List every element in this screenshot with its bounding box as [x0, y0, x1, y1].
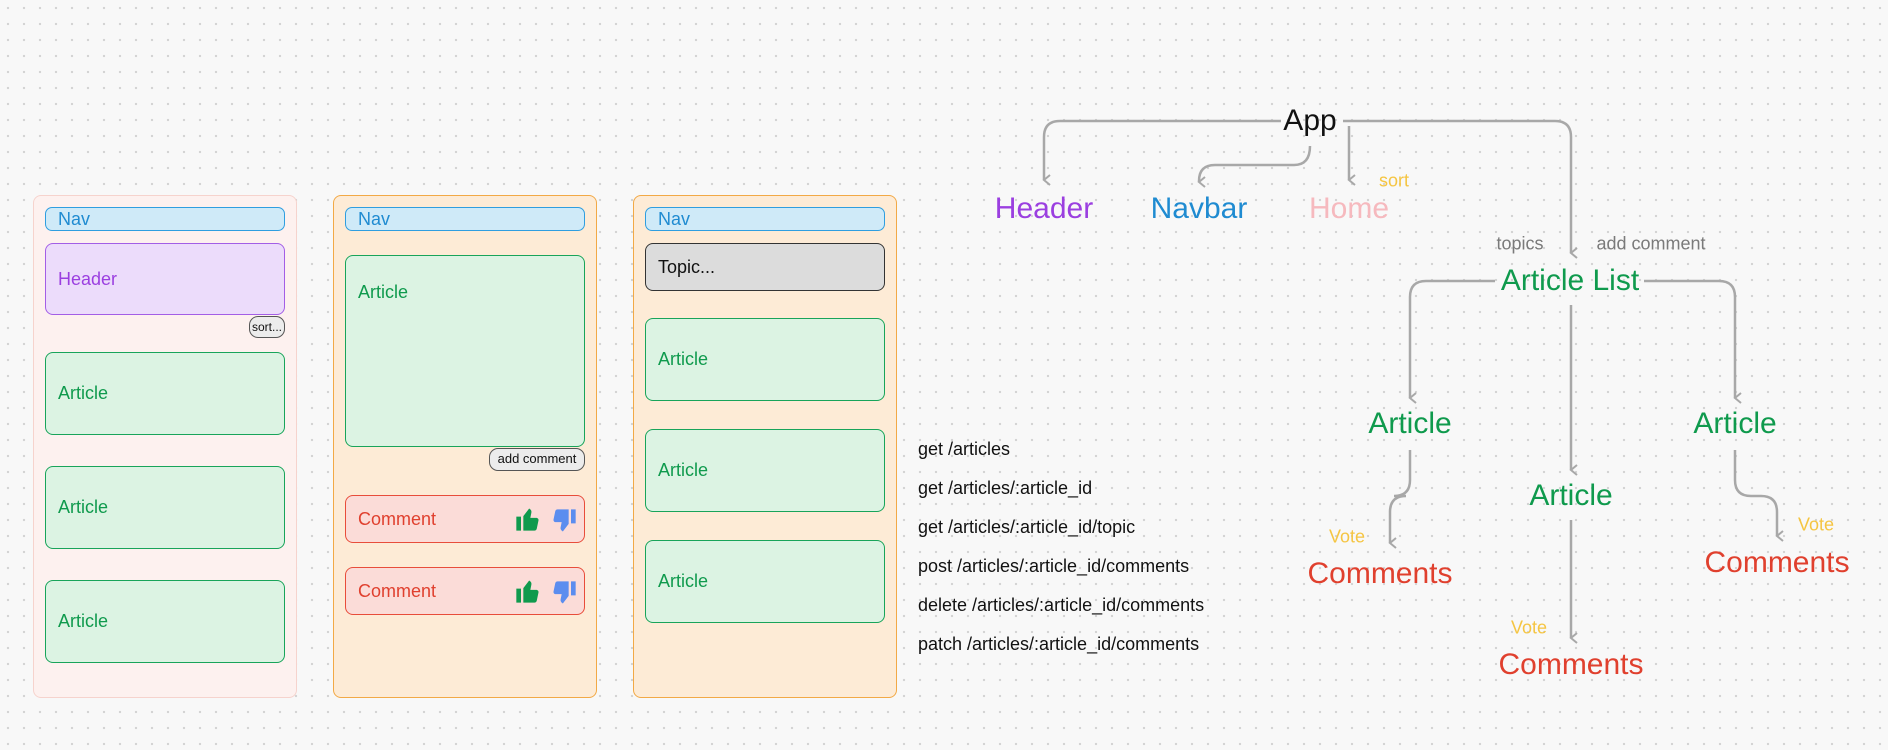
article-card[interactable]: Article	[645, 429, 885, 512]
nav-bar[interactable]: Nav	[45, 207, 285, 231]
tree-node-article: Article	[1693, 407, 1777, 440]
edge-app-navbar	[1197, 145, 1312, 188]
article-card[interactable]: Article	[645, 540, 885, 623]
endpoint-label: patch /articles/:article_id/comments	[918, 634, 1200, 654]
tree-node-article-list: Article List	[1500, 264, 1640, 297]
tree-node-article: Article	[1368, 407, 1452, 440]
add-comment-button[interactable]: add comment	[489, 448, 585, 471]
tree-note-add-comment: add comment	[1596, 233, 1706, 254]
comment-label: Comment	[358, 580, 437, 601]
tree-node-navbar: Navbar	[1150, 192, 1248, 225]
tree-node-article: Article	[1529, 479, 1613, 512]
tree-node-comments: Comments	[1704, 546, 1850, 579]
article-card[interactable]: Article	[45, 580, 285, 663]
sort-button[interactable]: sort...	[249, 316, 285, 338]
endpoint-label: get /articles/:article_id	[918, 478, 1093, 498]
tree-node-app: App	[1283, 104, 1337, 137]
article-card[interactable]: Article	[45, 352, 285, 435]
nav-bar[interactable]: Nav	[345, 207, 585, 231]
edge-article-comments-right	[1733, 450, 1784, 542]
endpoint-label: delete /articles/:article_id/comments	[918, 595, 1205, 615]
header-box: Header	[45, 243, 285, 315]
thumbs-down-icon[interactable]	[550, 507, 578, 535]
endpoint-label: get /articles	[918, 439, 1011, 459]
comment-card: Comment	[345, 495, 585, 543]
thumbs-down-icon[interactable]	[550, 579, 578, 607]
thumbs-up-icon[interactable]	[514, 577, 542, 605]
topic-select[interactable]: Topic...	[645, 243, 885, 291]
tree-node-home: Home	[1308, 192, 1390, 225]
edge-list-article-left	[1408, 279, 1495, 404]
comment-label: Comment	[358, 508, 437, 529]
tree-note-topics: topics	[1496, 233, 1544, 254]
tree-note-vote: Vote	[1797, 514, 1835, 535]
tree-note-vote: Vote	[1510, 617, 1548, 638]
tree-note-sort: sort	[1378, 170, 1410, 191]
comment-card: Comment	[345, 567, 585, 615]
article-card[interactable]: Article	[645, 318, 885, 401]
tree-note-vote: Vote	[1328, 526, 1366, 547]
edge-article-comments-left	[1388, 450, 1412, 549]
edge-app-articlelist	[1343, 119, 1578, 259]
endpoint-label: post /articles/:article_id/comments	[918, 556, 1190, 576]
endpoint-label: get /articles/:article_id/topic	[918, 517, 1136, 537]
article-detail: Article	[345, 255, 585, 447]
tree-node-comments: Comments	[1498, 648, 1644, 681]
tree-node-comments: Comments	[1307, 557, 1453, 590]
edge-list-article-right	[1644, 279, 1742, 404]
edge-app-header	[1042, 119, 1281, 186]
tree-node-header: Header	[994, 192, 1094, 225]
nav-bar[interactable]: Nav	[645, 207, 885, 231]
article-card[interactable]: Article	[45, 466, 285, 549]
thumbs-up-icon[interactable]	[514, 505, 542, 533]
